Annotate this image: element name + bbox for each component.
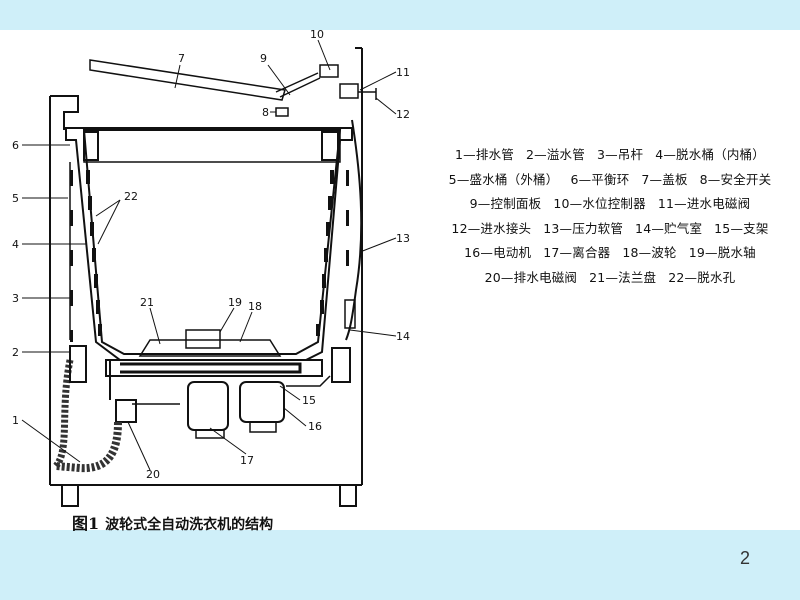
legend-item: 10—水位控制器 bbox=[553, 196, 646, 211]
cabinet-outline bbox=[49, 48, 363, 486]
legend-item: 22—脱水孔 bbox=[668, 269, 736, 285]
water-level-controller bbox=[319, 64, 339, 78]
legend-item: 2—溢水管 bbox=[525, 147, 585, 162]
legend-item: 15—支架 bbox=[714, 220, 769, 236]
base-plate bbox=[105, 359, 323, 377]
foot-left bbox=[61, 485, 79, 507]
drain-valve bbox=[115, 399, 137, 423]
label-6: 6 bbox=[12, 139, 19, 152]
pulsator bbox=[138, 339, 282, 357]
parts-legend: 1—排水管 2—溢水管 3—吊杆 4—脱水桶（内桶） 5—盛水桶（外桶） 6—平衡环 7—… bbox=[420, 143, 800, 290]
legend-item: 17—离合器 bbox=[543, 245, 611, 260]
label-10: 10 bbox=[310, 30, 324, 41]
legend-line: 12—进水接头 13—压力软管 14—贮气室 15—支架 bbox=[420, 217, 800, 242]
drain-hose-2 bbox=[53, 359, 74, 469]
control-panel bbox=[275, 72, 321, 98]
label-2: 2 bbox=[12, 346, 19, 359]
legend-line: 20—排水电磁阀 21—法兰盘 22—脱水孔 bbox=[420, 266, 800, 291]
legend-item: 16—电动机 bbox=[464, 245, 532, 260]
label-18: 18 bbox=[248, 300, 262, 313]
label-11: 11 bbox=[396, 66, 410, 79]
balance-ring-left bbox=[83, 131, 99, 161]
legend-line: 9—控制面板 10—水位控制器 11—进水电磁阀 bbox=[420, 192, 800, 217]
legend-item: 19—脱水轴 bbox=[688, 245, 756, 260]
bracket bbox=[132, 375, 331, 405]
legend-line: 1—排水管 2—溢水管 3—吊杆 4—脱水桶（内桶） bbox=[420, 143, 800, 168]
legend-item: 8—安全开关 bbox=[699, 171, 772, 187]
label-17: 17 bbox=[240, 454, 254, 467]
motor bbox=[239, 381, 285, 423]
legend-item: 20—排水电磁阀 bbox=[484, 269, 578, 285]
inlet-valve bbox=[339, 83, 359, 99]
air-chamber bbox=[344, 299, 356, 329]
page-number: 2 bbox=[739, 548, 750, 568]
label-22: 22 bbox=[124, 190, 138, 203]
legend-item: 7—盖板 bbox=[641, 171, 688, 187]
inner-tub bbox=[82, 129, 342, 355]
figure-number: 图1 bbox=[72, 514, 100, 533]
label-1: 1 bbox=[12, 414, 19, 427]
balance-ring-right bbox=[321, 131, 339, 161]
legend-item: 6—平衡环 bbox=[570, 171, 630, 187]
part-labels: 6 5 4 3 2 1 7 9 8 10 11 12 13 14 15 16 1 bbox=[12, 30, 410, 481]
label-3: 3 bbox=[12, 292, 19, 305]
cabinet-top-left bbox=[50, 95, 79, 130]
label-16: 16 bbox=[308, 420, 322, 433]
label-8: 8 bbox=[262, 106, 269, 119]
slide-content: 6 5 4 3 2 1 7 9 8 10 11 12 13 14 15 16 1 bbox=[0, 30, 800, 533]
label-21: 21 bbox=[140, 296, 154, 309]
lid bbox=[89, 59, 286, 101]
legend-item: 21—法兰盘 bbox=[589, 269, 657, 285]
legend-item: 14—贮气室 bbox=[635, 220, 703, 236]
pressure-hose bbox=[345, 119, 363, 341]
legend-item: 12—进水接头 bbox=[451, 220, 532, 236]
right-damper bbox=[331, 347, 351, 383]
washing-machine-diagram: 6 5 4 3 2 1 7 9 8 10 11 12 13 14 15 16 1 bbox=[0, 30, 420, 530]
label-4: 4 bbox=[12, 238, 19, 251]
label-7: 7 bbox=[178, 52, 185, 65]
legend-line: 16—电动机 17—离合器 18—波轮 19—脱水轴 bbox=[420, 241, 800, 266]
legend-item: 18—波轮 bbox=[622, 245, 677, 260]
label-20: 20 bbox=[146, 468, 160, 481]
legend-item: 13—压力软管 bbox=[543, 220, 624, 236]
overflow-pipe bbox=[69, 345, 87, 383]
foot-right bbox=[339, 485, 357, 507]
leader-lines bbox=[21, 39, 397, 471]
legend-line: 5—盛水桶（外桶） 6—平衡环 7—盖板 8—安全开关 bbox=[420, 168, 800, 193]
label-19: 19 bbox=[228, 296, 242, 309]
legend-item: 4—脱水桶（内桶） bbox=[655, 147, 765, 162]
legend-item: 11—进水电磁阀 bbox=[657, 196, 751, 211]
diagram-svg: 6 5 4 3 2 1 7 9 8 10 11 12 13 14 15 16 1 bbox=[12, 30, 410, 507]
safety-switch bbox=[275, 107, 289, 117]
legend-item: 5—盛水桶（外桶） bbox=[448, 171, 559, 187]
figure-title: 波轮式全自动洗衣机的结构 bbox=[105, 517, 274, 533]
label-5: 5 bbox=[12, 192, 19, 205]
drain-hose bbox=[55, 421, 122, 473]
label-9: 9 bbox=[260, 52, 267, 65]
legend-item: 9—控制面板 bbox=[469, 196, 542, 211]
flange bbox=[120, 362, 302, 374]
label-12: 12 bbox=[396, 108, 410, 121]
balance-ring-band bbox=[83, 129, 341, 163]
label-15: 15 bbox=[302, 394, 316, 407]
clutch bbox=[187, 381, 229, 431]
legend-item: 3—吊杆 bbox=[596, 147, 644, 162]
label-14: 14 bbox=[396, 330, 410, 343]
figure-caption: 图1 波轮式全自动洗衣机的结构 bbox=[72, 510, 273, 534]
label-13: 13 bbox=[396, 232, 410, 245]
spin-shaft-top bbox=[185, 329, 221, 349]
outer-tub bbox=[65, 127, 353, 361]
spin-holes bbox=[70, 170, 349, 342]
legend-item: 1—排水管 bbox=[455, 147, 514, 162]
